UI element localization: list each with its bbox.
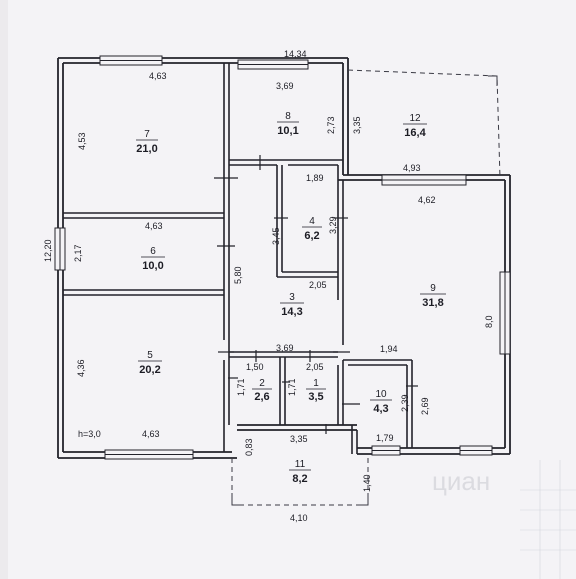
vertical-dimension-labels: 12,20 4,53 2,17 4,36 2,73 3,35 3,45 3,29…	[43, 116, 494, 492]
dim-room4-side: 3,29	[328, 216, 338, 234]
dim-room6-width: 4,63	[145, 221, 163, 231]
dim-room3-bottom: 2,05	[309, 280, 327, 290]
dim-room5-width: 4,63	[142, 429, 160, 439]
room-10-number: 10	[375, 389, 387, 400]
dim-room9-height: 8,0	[484, 315, 494, 328]
dim-porch-height: 1,40	[362, 474, 372, 492]
room-9-label: 9 31,8	[420, 283, 446, 309]
room-3-area: 14,3	[281, 306, 302, 318]
room-6-area: 10,0	[142, 260, 163, 272]
room-5-label: 5 20,2	[138, 350, 162, 376]
dim-room1-height: 1,71	[287, 378, 297, 396]
room-1-area: 3,5	[308, 391, 323, 403]
room-3-number: 3	[289, 292, 295, 303]
windows	[54, 55, 511, 460]
dim-porch-bottom: 4,10	[290, 513, 308, 523]
room-2-area: 2,6	[254, 391, 269, 403]
dim-room8-height: 2,73	[326, 116, 336, 134]
dim-room2-width: 1,50	[246, 362, 264, 372]
room-12-area: 16,4	[404, 127, 426, 139]
room-8-area: 10,1	[277, 125, 298, 137]
dim-room12-wall: 4,93	[403, 163, 421, 173]
room-12-label: 12 16,4	[403, 113, 427, 139]
dim-room6-height: 2,17	[73, 244, 83, 262]
room-10-label: 10 4,3	[370, 389, 392, 415]
dim-room9-width: 4,62	[418, 195, 436, 205]
dim-room12-height: 3,35	[352, 116, 362, 134]
room-8-number: 8	[285, 111, 291, 122]
dimension-labels: 14,34 4,63 3,69 4,93 1,89 4,62 4,63 2,05…	[78, 49, 436, 523]
room-7-number: 7	[144, 129, 150, 140]
dim-room3-height: 5,80	[233, 266, 243, 284]
dim-room2-height: 1,71	[236, 378, 246, 396]
room-8-label: 8 10,1	[277, 111, 299, 137]
room-3-label: 3 14,3	[280, 292, 304, 318]
dim-room5-height: 4,36	[76, 359, 86, 377]
dim-room7-width: 4,63	[149, 71, 167, 81]
dim-overall-height: 12,20	[43, 239, 53, 262]
dim-room9-lower: 1,94	[380, 344, 398, 354]
room-12-number: 12	[409, 113, 421, 124]
room-7-area: 21,0	[136, 143, 157, 155]
room-5-number: 5	[147, 350, 153, 361]
terrace-dashed	[347, 69, 501, 179]
room-11-area: 8,2	[292, 473, 307, 485]
dim-room10-height-b: 2,69	[420, 397, 430, 415]
paper-grid	[520, 460, 576, 579]
room-2-number: 2	[259, 378, 265, 389]
ceiling-height: h=3,0	[78, 429, 101, 439]
room-4-area: 6,2	[304, 230, 319, 242]
terrace-corner	[488, 75, 498, 86]
door-marks	[214, 155, 418, 434]
dim-room8-width: 3,69	[276, 81, 294, 91]
dim-room1-width: 2,05	[306, 362, 324, 372]
dim-corridor-width: 3,69	[276, 343, 294, 353]
porch-corner-left	[231, 493, 244, 506]
room-1-number: 1	[313, 378, 319, 389]
room-9-area: 31,8	[422, 297, 443, 309]
dim-room4-height: 3,45	[271, 227, 281, 245]
room-4-label: 4 6,2	[302, 216, 322, 242]
room-5-area: 20,2	[139, 364, 160, 376]
room-6-number: 6	[150, 246, 156, 257]
room-11-label: 11 8,2	[289, 459, 311, 485]
room-7-label: 7 21,0	[136, 129, 158, 155]
dim-room10-width: 1,79	[376, 433, 394, 443]
dim-room7-height: 4,53	[77, 132, 87, 150]
room-2-label: 2 2,6	[252, 378, 272, 403]
dim-room4-width: 1,89	[306, 173, 324, 183]
room-10-area: 4,3	[373, 403, 388, 415]
porch-corner-right	[356, 493, 369, 506]
dim-overall-width: 14,34	[284, 49, 307, 59]
room-1-label: 1 3,5	[306, 378, 326, 403]
room-6-label: 6 10,0	[141, 246, 165, 272]
dim-porch-width: 3,35	[290, 434, 308, 444]
dim-room10-height-a: 2,39	[400, 394, 410, 412]
room-4-number: 4	[309, 216, 315, 227]
interior-walls	[63, 63, 413, 454]
watermark-text: циан	[432, 466, 490, 496]
room-11-number: 11	[295, 459, 306, 470]
room-9-number: 9	[430, 283, 436, 294]
dim-porch-top-offset: 0,83	[244, 438, 254, 456]
